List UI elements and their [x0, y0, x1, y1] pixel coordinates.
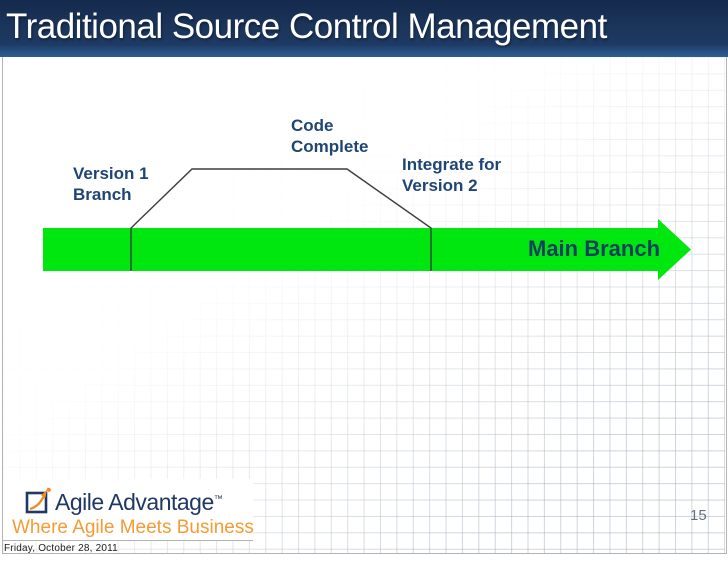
- growth-arrow-curve: [29, 494, 46, 511]
- label-integrate-version2: Integrate for Version 2: [402, 154, 501, 196]
- label-line: Branch: [73, 185, 132, 204]
- label-line: Version 2: [402, 176, 478, 195]
- label-main-branch: Main Branch: [528, 236, 661, 261]
- logo-wordmark-text: Agile Advantage: [55, 489, 214, 515]
- label-line: Complete: [291, 137, 369, 156]
- background-grid: [3, 57, 725, 553]
- logo-wordmark: Agile Advantage™: [55, 489, 223, 516]
- title-bar: Traditional Source Control Management: [0, 0, 728, 57]
- label-line: Version 1: [73, 164, 149, 183]
- page-number: 15: [690, 507, 707, 524]
- footer-date: Friday, October 28, 2011: [4, 543, 118, 554]
- growth-arrow-head: [41, 489, 47, 498]
- logo-plate: Agile Advantage™ Where Agile Meets Busin…: [3, 479, 254, 541]
- label-line: Code: [291, 116, 334, 135]
- agile-advantage-logo-icon: [25, 487, 51, 514]
- trademark-symbol: ™: [213, 493, 223, 504]
- slide-title: Traditional Source Control Management: [6, 7, 607, 46]
- label-code-complete: Code Complete: [291, 115, 368, 157]
- logo-tagline: Where Agile Meets Business: [12, 517, 254, 538]
- label-version1-branch: Version 1 Branch: [73, 163, 149, 205]
- label-line: Integrate for: [402, 155, 502, 174]
- growth-arrow-dot: [46, 487, 51, 492]
